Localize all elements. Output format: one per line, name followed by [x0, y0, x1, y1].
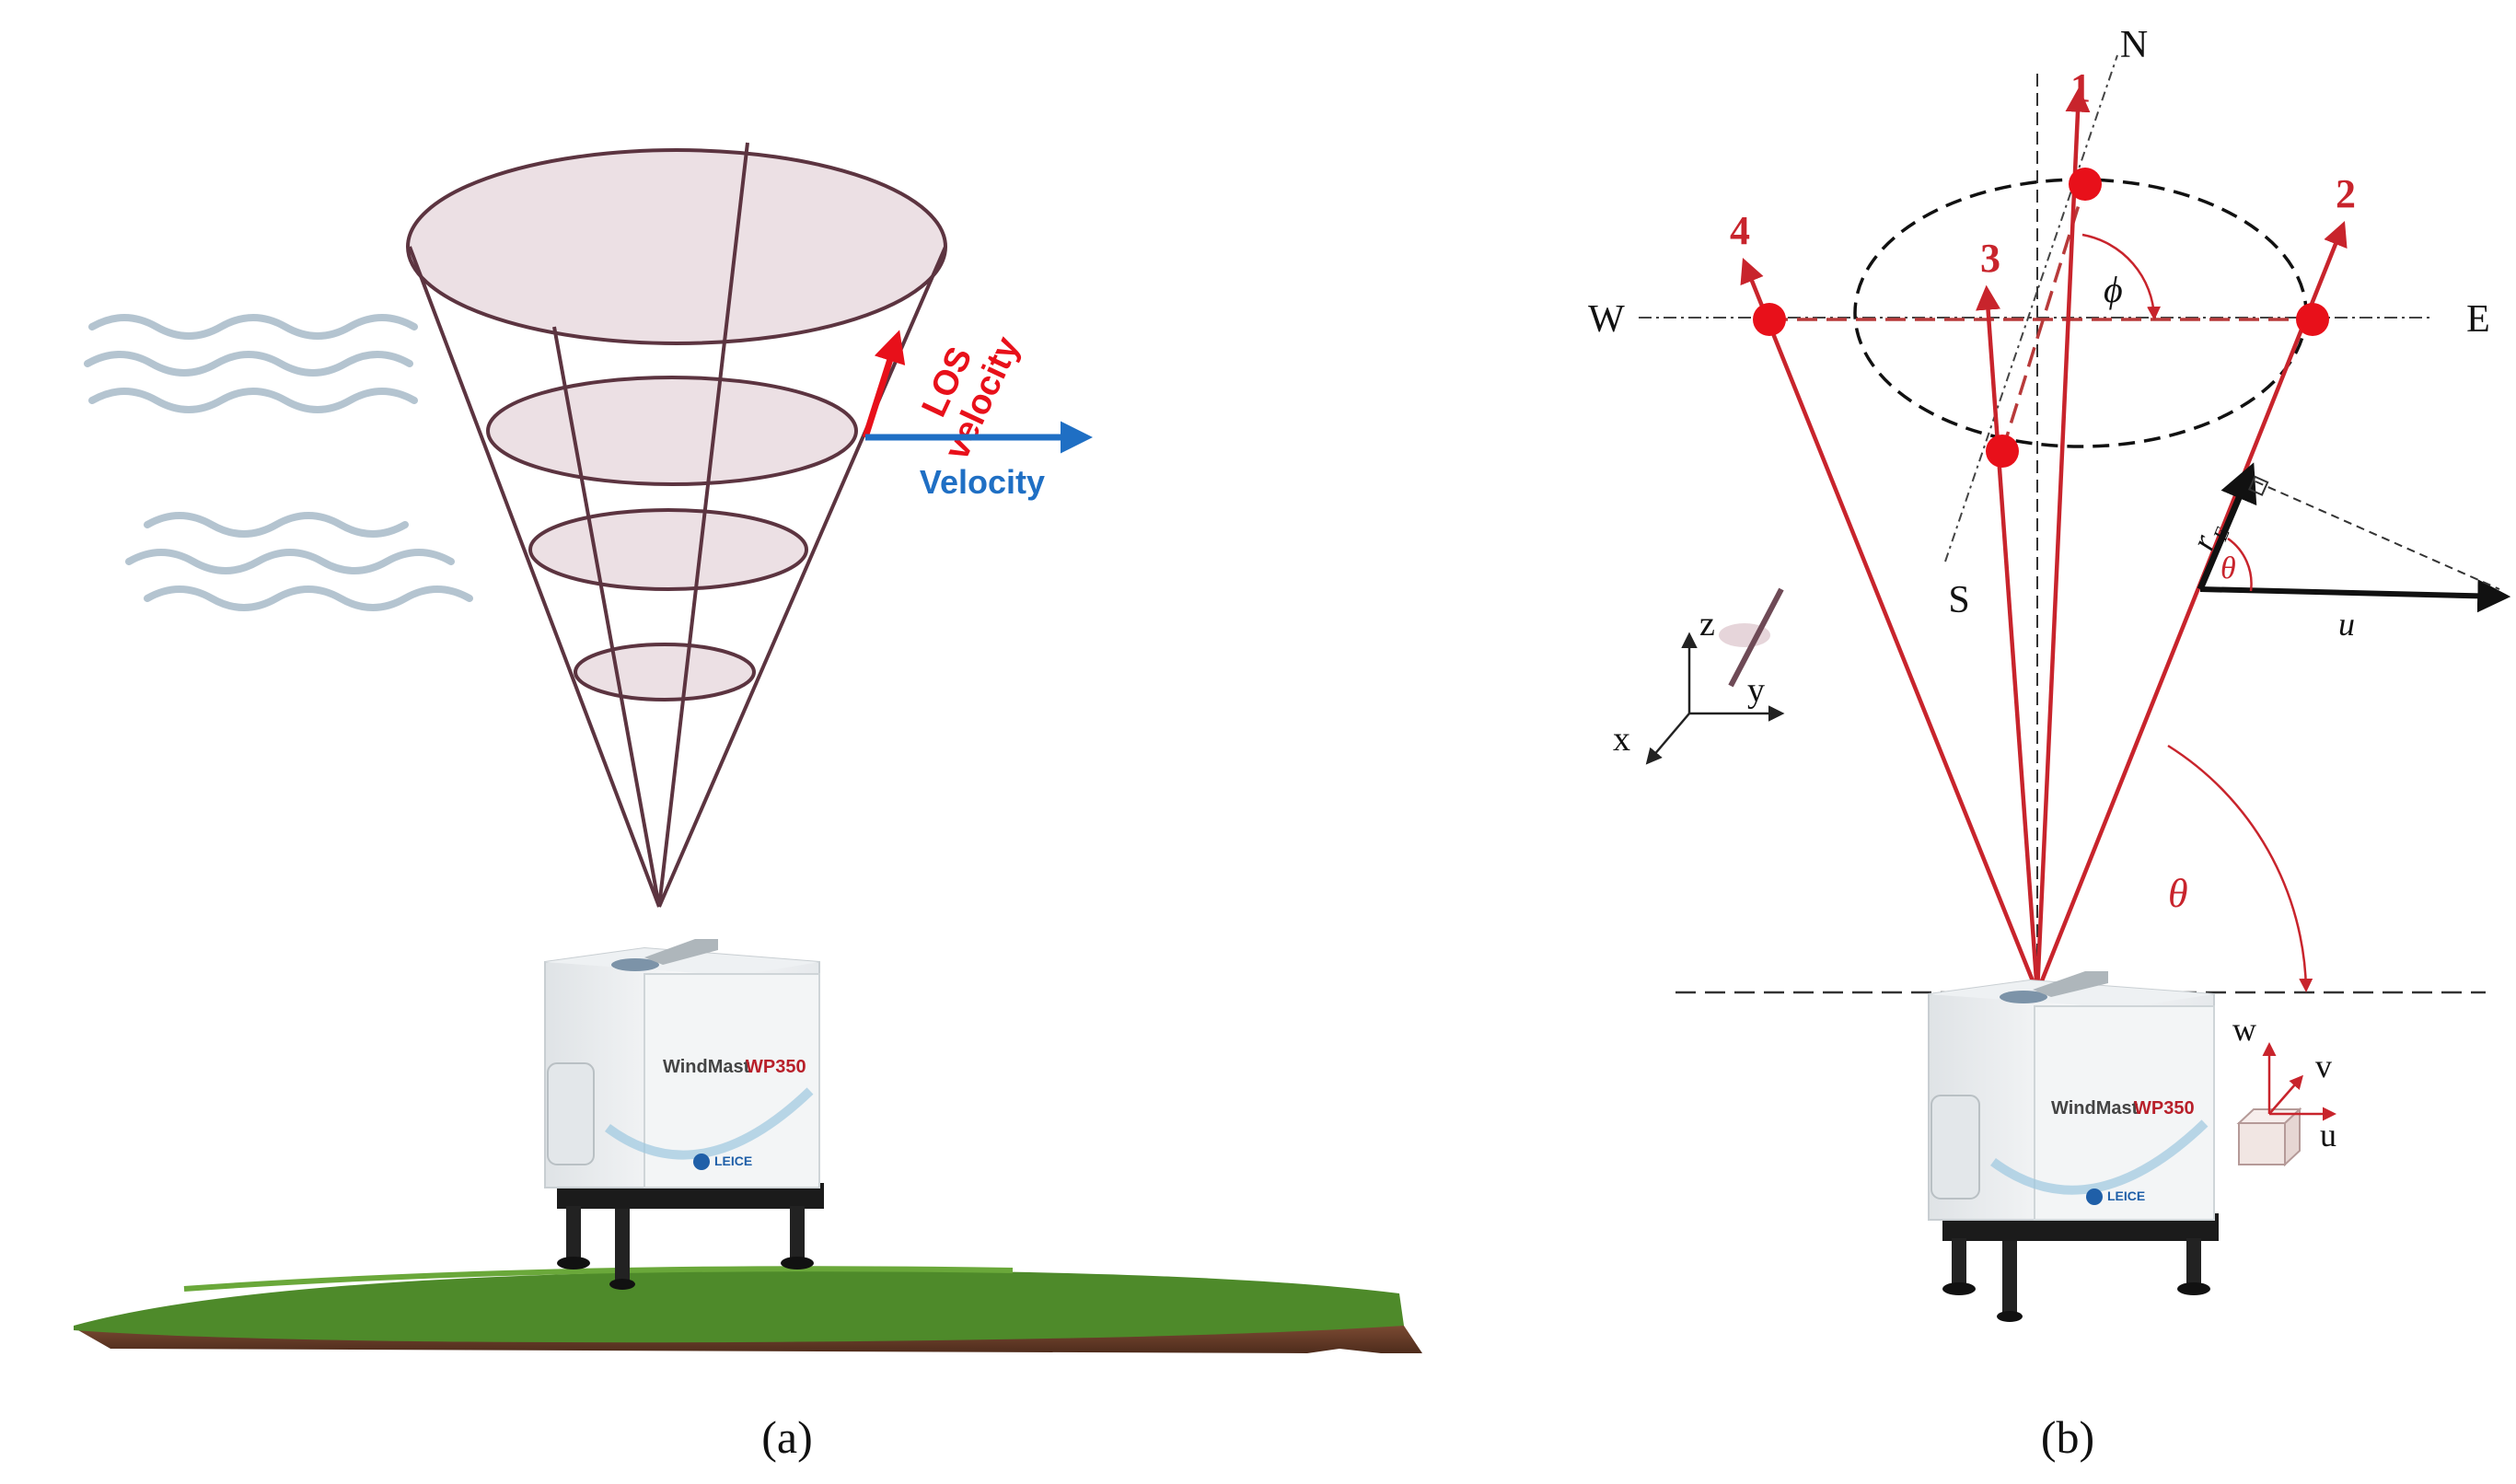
device-maker-a: LEICE [714, 1154, 752, 1168]
north-south-axis [1944, 54, 2118, 562]
axis-x-label: x [1613, 720, 1630, 759]
panel-a: LOS velocity Velocity [74, 142, 1422, 1463]
measurement-points [1753, 168, 2329, 468]
theta-small-arc [2227, 537, 2253, 592]
point-3 [1986, 435, 2019, 468]
beam-1 [2035, 87, 2091, 993]
scan-circle [1853, 178, 2308, 448]
phi-arc [2081, 233, 2162, 320]
beam-label-3: 3 [1980, 236, 2000, 281]
lidar-device-a: WindMast WP350 LEICE [544, 939, 824, 1290]
theta-label: θ [2168, 871, 2188, 916]
point-4 [1753, 303, 1786, 336]
beam-label-1: 1 [2070, 65, 2091, 110]
point-2 [2296, 303, 2329, 336]
beam-3 [1976, 284, 2040, 993]
theta-arc [2167, 744, 2313, 992]
theta-small-label: θ [2220, 551, 2236, 585]
wind-waves-icon [84, 314, 473, 611]
device-maker-b: LEICE [2107, 1188, 2145, 1203]
wind-component-cube: w v u [2232, 1011, 2336, 1167]
phi-label: ϕ [2104, 269, 2123, 310]
panel-b: 1 2 3 4 N S E W ϕ θ θ r E u [1588, 24, 2511, 1463]
ground-patch [74, 1266, 1422, 1353]
wind-w-label: w [2232, 1011, 2256, 1048]
beam-2 [2035, 220, 2348, 993]
device-model-a: WP350 [746, 1057, 806, 1077]
compass-north: N [2120, 24, 2148, 66]
axis-z-label: z [1699, 605, 1715, 643]
wind-v-label: v [2315, 1048, 2332, 1084]
caption-b: (b) [2041, 1411, 2094, 1463]
compass-east: E [2466, 298, 2490, 341]
los-velocity-arrow [862, 330, 906, 439]
caption-a: (a) [761, 1411, 813, 1463]
beam-label-4: 4 [1730, 208, 1750, 253]
xyz-axes [1645, 632, 1785, 765]
beam-4 [1740, 257, 2040, 993]
device-brand-a: WindMast [663, 1057, 750, 1077]
beam-glyph-line [1728, 587, 1784, 688]
u-label: u [2338, 606, 2355, 643]
velocity-label: Velocity [920, 463, 1045, 501]
axis-y-label: y [1747, 671, 1765, 710]
beam-label-2: 2 [2336, 171, 2356, 216]
radial-vector-re [2197, 462, 2257, 591]
scan-cone [406, 142, 947, 908]
u-vector [2199, 579, 2511, 613]
leice-logo-icon [693, 1154, 710, 1170]
lidar-device-b: WindMast WP350 LEICE [1928, 971, 2219, 1322]
point-1 [2069, 168, 2102, 201]
right-angle-mark [2248, 475, 2269, 496]
los-velocity-label: LOS velocity [915, 331, 1028, 466]
wind-u-label: u [2320, 1117, 2336, 1154]
compass-south: S [1948, 579, 1969, 621]
projection-dashed [2255, 481, 2500, 590]
leice-logo-icon-b [2086, 1188, 2103, 1205]
compass-west: W [1588, 298, 1625, 341]
beam-projection-ns [2000, 183, 2087, 452]
device-model-b: WP350 [2134, 1098, 2195, 1119]
device-brand-b: WindMast [2051, 1098, 2139, 1119]
